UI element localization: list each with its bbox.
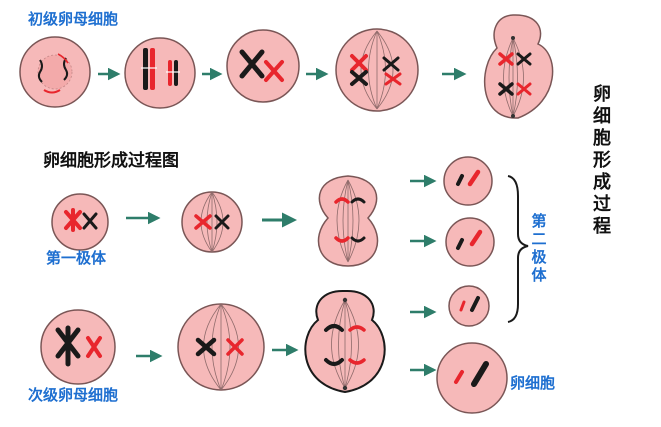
polar-body-2-c <box>448 285 490 327</box>
egg-cell <box>436 342 508 414</box>
second-polar-body-label: 第二极体 <box>531 212 547 284</box>
top-cell-2 <box>124 37 196 109</box>
secondary-oocyte-cell <box>40 309 116 385</box>
top-cell-1 <box>19 36 91 108</box>
primary-oocyte-label: 初级卵母细胞 <box>28 10 119 28</box>
top-cell-4 <box>335 28 419 112</box>
mid-cell-3 <box>317 175 379 267</box>
diagram-title: 卵细胞形成过程图 <box>43 151 179 171</box>
top-cell-5 <box>484 14 554 119</box>
first-polar-body-label: 第一极体 <box>46 249 107 267</box>
vertical-title: 卵细胞形成过程 <box>593 84 611 237</box>
second-polar-body-brace <box>507 175 529 323</box>
polar-body-2-b <box>445 217 495 267</box>
polar-body-2-a <box>443 156 493 206</box>
egg-cell-label: 卵细胞 <box>510 374 556 392</box>
top-cell-3 <box>226 29 300 103</box>
secondary-oocyte-label: 次级卵母细胞 <box>28 386 119 404</box>
polar-body-1-cell <box>51 193 109 251</box>
bot-cell-2 <box>177 303 265 391</box>
mid-cell-2 <box>181 191 243 253</box>
bot-cell-3 <box>304 289 386 394</box>
